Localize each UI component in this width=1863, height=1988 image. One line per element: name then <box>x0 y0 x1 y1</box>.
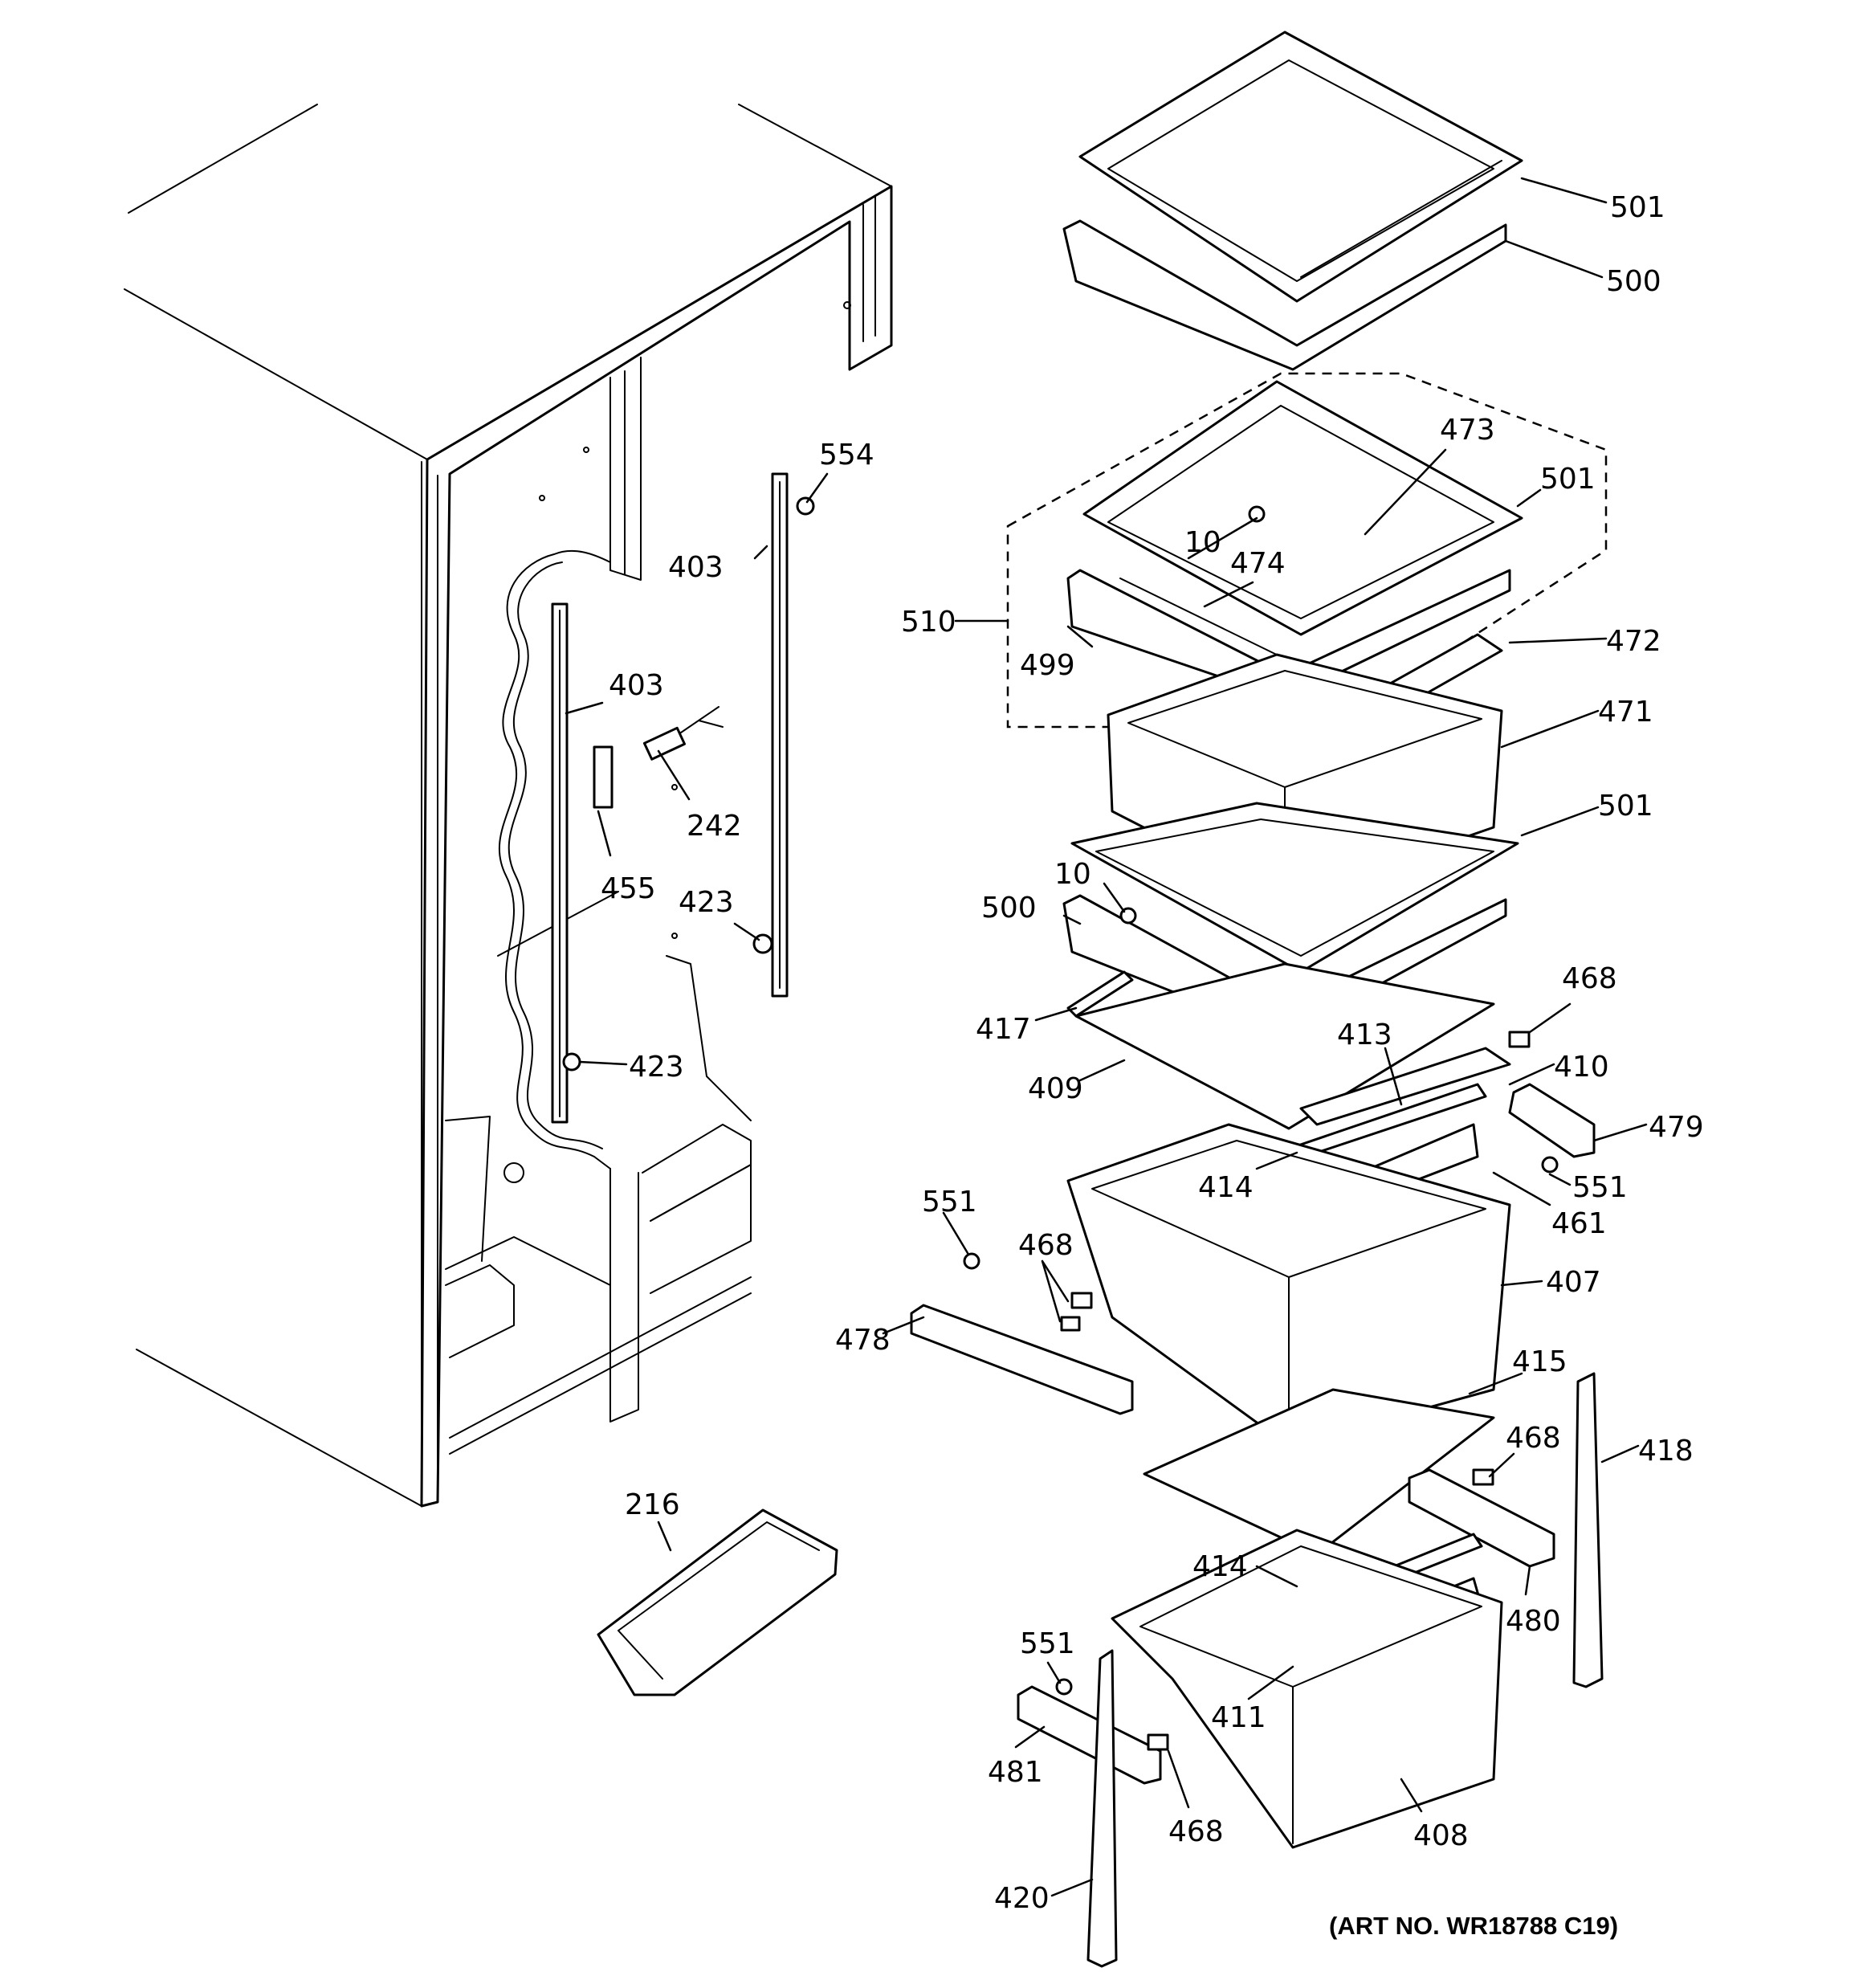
refrigerator-cabinet <box>124 104 893 1508</box>
glass-shelf-415 <box>1143 1388 1495 1556</box>
callout-10: 10 <box>1054 858 1091 891</box>
callout-411: 411 <box>1211 1701 1266 1734</box>
clip-468-d <box>1147 1733 1169 1751</box>
callout-501: 501 <box>1598 790 1653 823</box>
callout-500: 500 <box>1606 265 1661 298</box>
callout-551: 551 <box>1572 1171 1628 1204</box>
shelf-support-500-top <box>1062 219 1507 371</box>
callout-407: 407 <box>1546 1266 1601 1299</box>
humidity-control-410 <box>1299 1047 1511 1126</box>
callout-478: 478 <box>835 1324 891 1357</box>
clip-468-b1 <box>1070 1292 1093 1309</box>
leader-lines <box>565 177 1648 1897</box>
callout-417: 417 <box>976 1013 1031 1046</box>
glass-shelf-409 <box>1074 962 1495 1130</box>
callout-468: 468 <box>1506 1422 1561 1455</box>
callout-499: 499 <box>1020 649 1075 682</box>
callout-labels: 501 500 554 473 501 403 10 474 510 472 4… <box>601 191 1704 1915</box>
callout-501: 501 <box>1540 463 1596 496</box>
callout-474: 474 <box>1230 547 1286 580</box>
callout-414: 414 <box>1192 1550 1248 1583</box>
sensor-455 <box>593 745 614 809</box>
screw-10-upper <box>1248 505 1266 523</box>
slide-rail-478 <box>910 1304 1134 1415</box>
crisper-drawer-408 <box>1111 1529 1503 1849</box>
slide-rail-480 <box>1408 1468 1555 1568</box>
callout-413: 413 <box>1337 1018 1392 1051</box>
callout-242: 242 <box>687 810 742 843</box>
shelf-rail-403-left <box>551 602 569 1124</box>
crisper-drawer-407 <box>1066 1123 1511 1447</box>
screw-554 <box>796 496 815 516</box>
shelf-rail-403-right <box>771 472 789 998</box>
callout-409: 409 <box>1028 1072 1083 1105</box>
screw-551-right <box>1541 1156 1559 1174</box>
callout-468: 468 <box>1168 1815 1224 1848</box>
callout-10: 10 <box>1184 526 1221 559</box>
callout-461: 461 <box>1551 1207 1607 1240</box>
callout-500: 500 <box>981 892 1037 925</box>
callout-481: 481 <box>988 1756 1043 1789</box>
clip-468-a <box>1508 1031 1531 1048</box>
callout-455: 455 <box>601 872 656 905</box>
pin-423-lower <box>562 1052 581 1072</box>
slide-rail-479 <box>1508 1083 1596 1158</box>
callout-216: 216 <box>625 1488 680 1521</box>
door-bin-216 <box>597 1508 838 1696</box>
callout-473: 473 <box>1440 414 1495 447</box>
art-number-caption: (ART NO. WR18788 C19) <box>1329 1912 1618 1940</box>
callout-410: 410 <box>1554 1051 1609 1084</box>
thermistor-242 <box>642 706 724 761</box>
callout-468: 468 <box>1562 962 1617 995</box>
callout-468: 468 <box>1018 1229 1074 1262</box>
shelf-rail-417 <box>1066 970 1134 1018</box>
callout-554: 554 <box>819 439 874 471</box>
callout-420: 420 <box>994 1882 1050 1915</box>
callout-551: 551 <box>1020 1627 1075 1660</box>
screw-551-middle <box>963 1252 980 1270</box>
callout-418: 418 <box>1638 1435 1694 1468</box>
callout-403: 403 <box>609 669 664 702</box>
callout-415: 415 <box>1512 1345 1567 1378</box>
callout-510: 510 <box>901 606 956 639</box>
callout-471: 471 <box>1598 696 1653 729</box>
trim-418 <box>1572 1372 1604 1688</box>
callout-408: 408 <box>1413 1819 1469 1852</box>
clip-468-b2 <box>1060 1316 1081 1332</box>
callout-472: 472 <box>1606 625 1661 658</box>
clip-468-c <box>1472 1468 1494 1486</box>
shelf-frame-501-lower <box>1070 802 1519 974</box>
trim-420 <box>1086 1649 1118 1968</box>
callout-414: 414 <box>1198 1171 1254 1204</box>
shelf-frame-501-top <box>1078 31 1523 303</box>
callout-403: 403 <box>668 551 724 584</box>
callout-479: 479 <box>1649 1111 1704 1144</box>
slide-rail-481 <box>1017 1685 1162 1785</box>
callout-423: 423 <box>629 1051 684 1084</box>
callout-501: 501 <box>1610 191 1665 224</box>
callout-480: 480 <box>1506 1605 1561 1638</box>
callout-551: 551 <box>922 1186 977 1219</box>
callout-423: 423 <box>679 886 734 919</box>
